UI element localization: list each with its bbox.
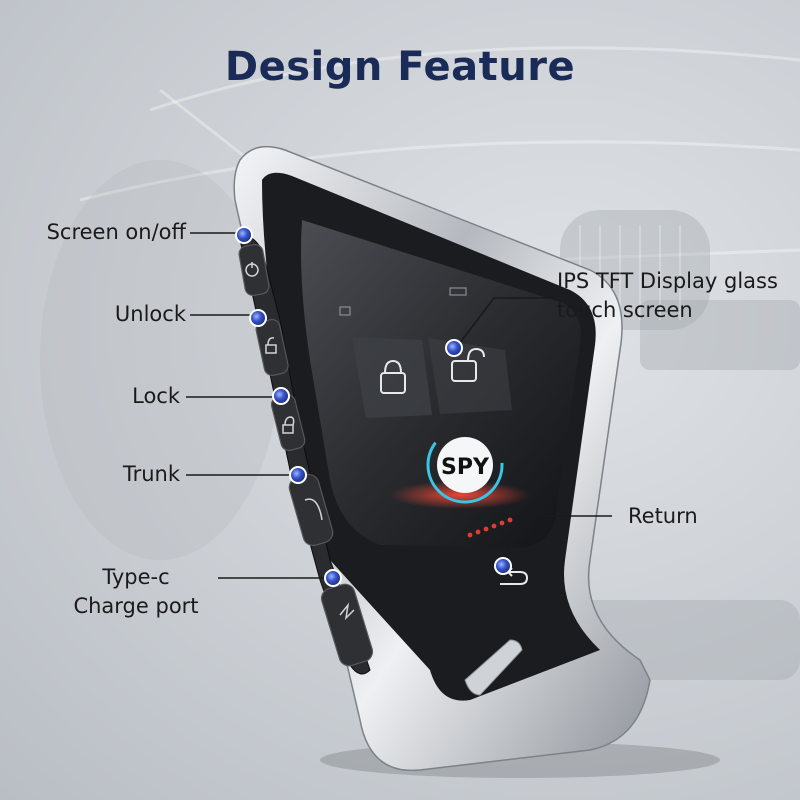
dot-display: [445, 339, 463, 357]
spy-logo: SPY: [441, 455, 490, 480]
callout-typec: Type-c Charge port: [60, 563, 212, 621]
dot-lock: [272, 387, 290, 405]
callout-ips-line2: touch screen: [557, 298, 693, 322]
callout-typec-line2: Charge port: [73, 594, 199, 618]
dot-return: [494, 557, 512, 575]
page-title: Design Feature: [224, 44, 576, 90]
dot-screen: [235, 226, 253, 244]
callout-unlock: Unlock: [114, 302, 186, 326]
callout-typec-line1: Type-c: [102, 565, 170, 589]
dot-typec: [324, 569, 342, 587]
callout-return: Return: [628, 504, 698, 528]
callout-lock: Lock: [132, 384, 180, 408]
callout-screen-onoff: Screen on/off: [46, 220, 186, 244]
callout-trunk: Trunk: [122, 462, 180, 486]
callout-ips-line1: IPS TFT Display glass: [557, 269, 778, 293]
callout-ips-display: IPS TFT Display glass touch screen: [557, 267, 792, 325]
dot-trunk: [289, 466, 307, 484]
dot-unlock: [249, 309, 267, 327]
